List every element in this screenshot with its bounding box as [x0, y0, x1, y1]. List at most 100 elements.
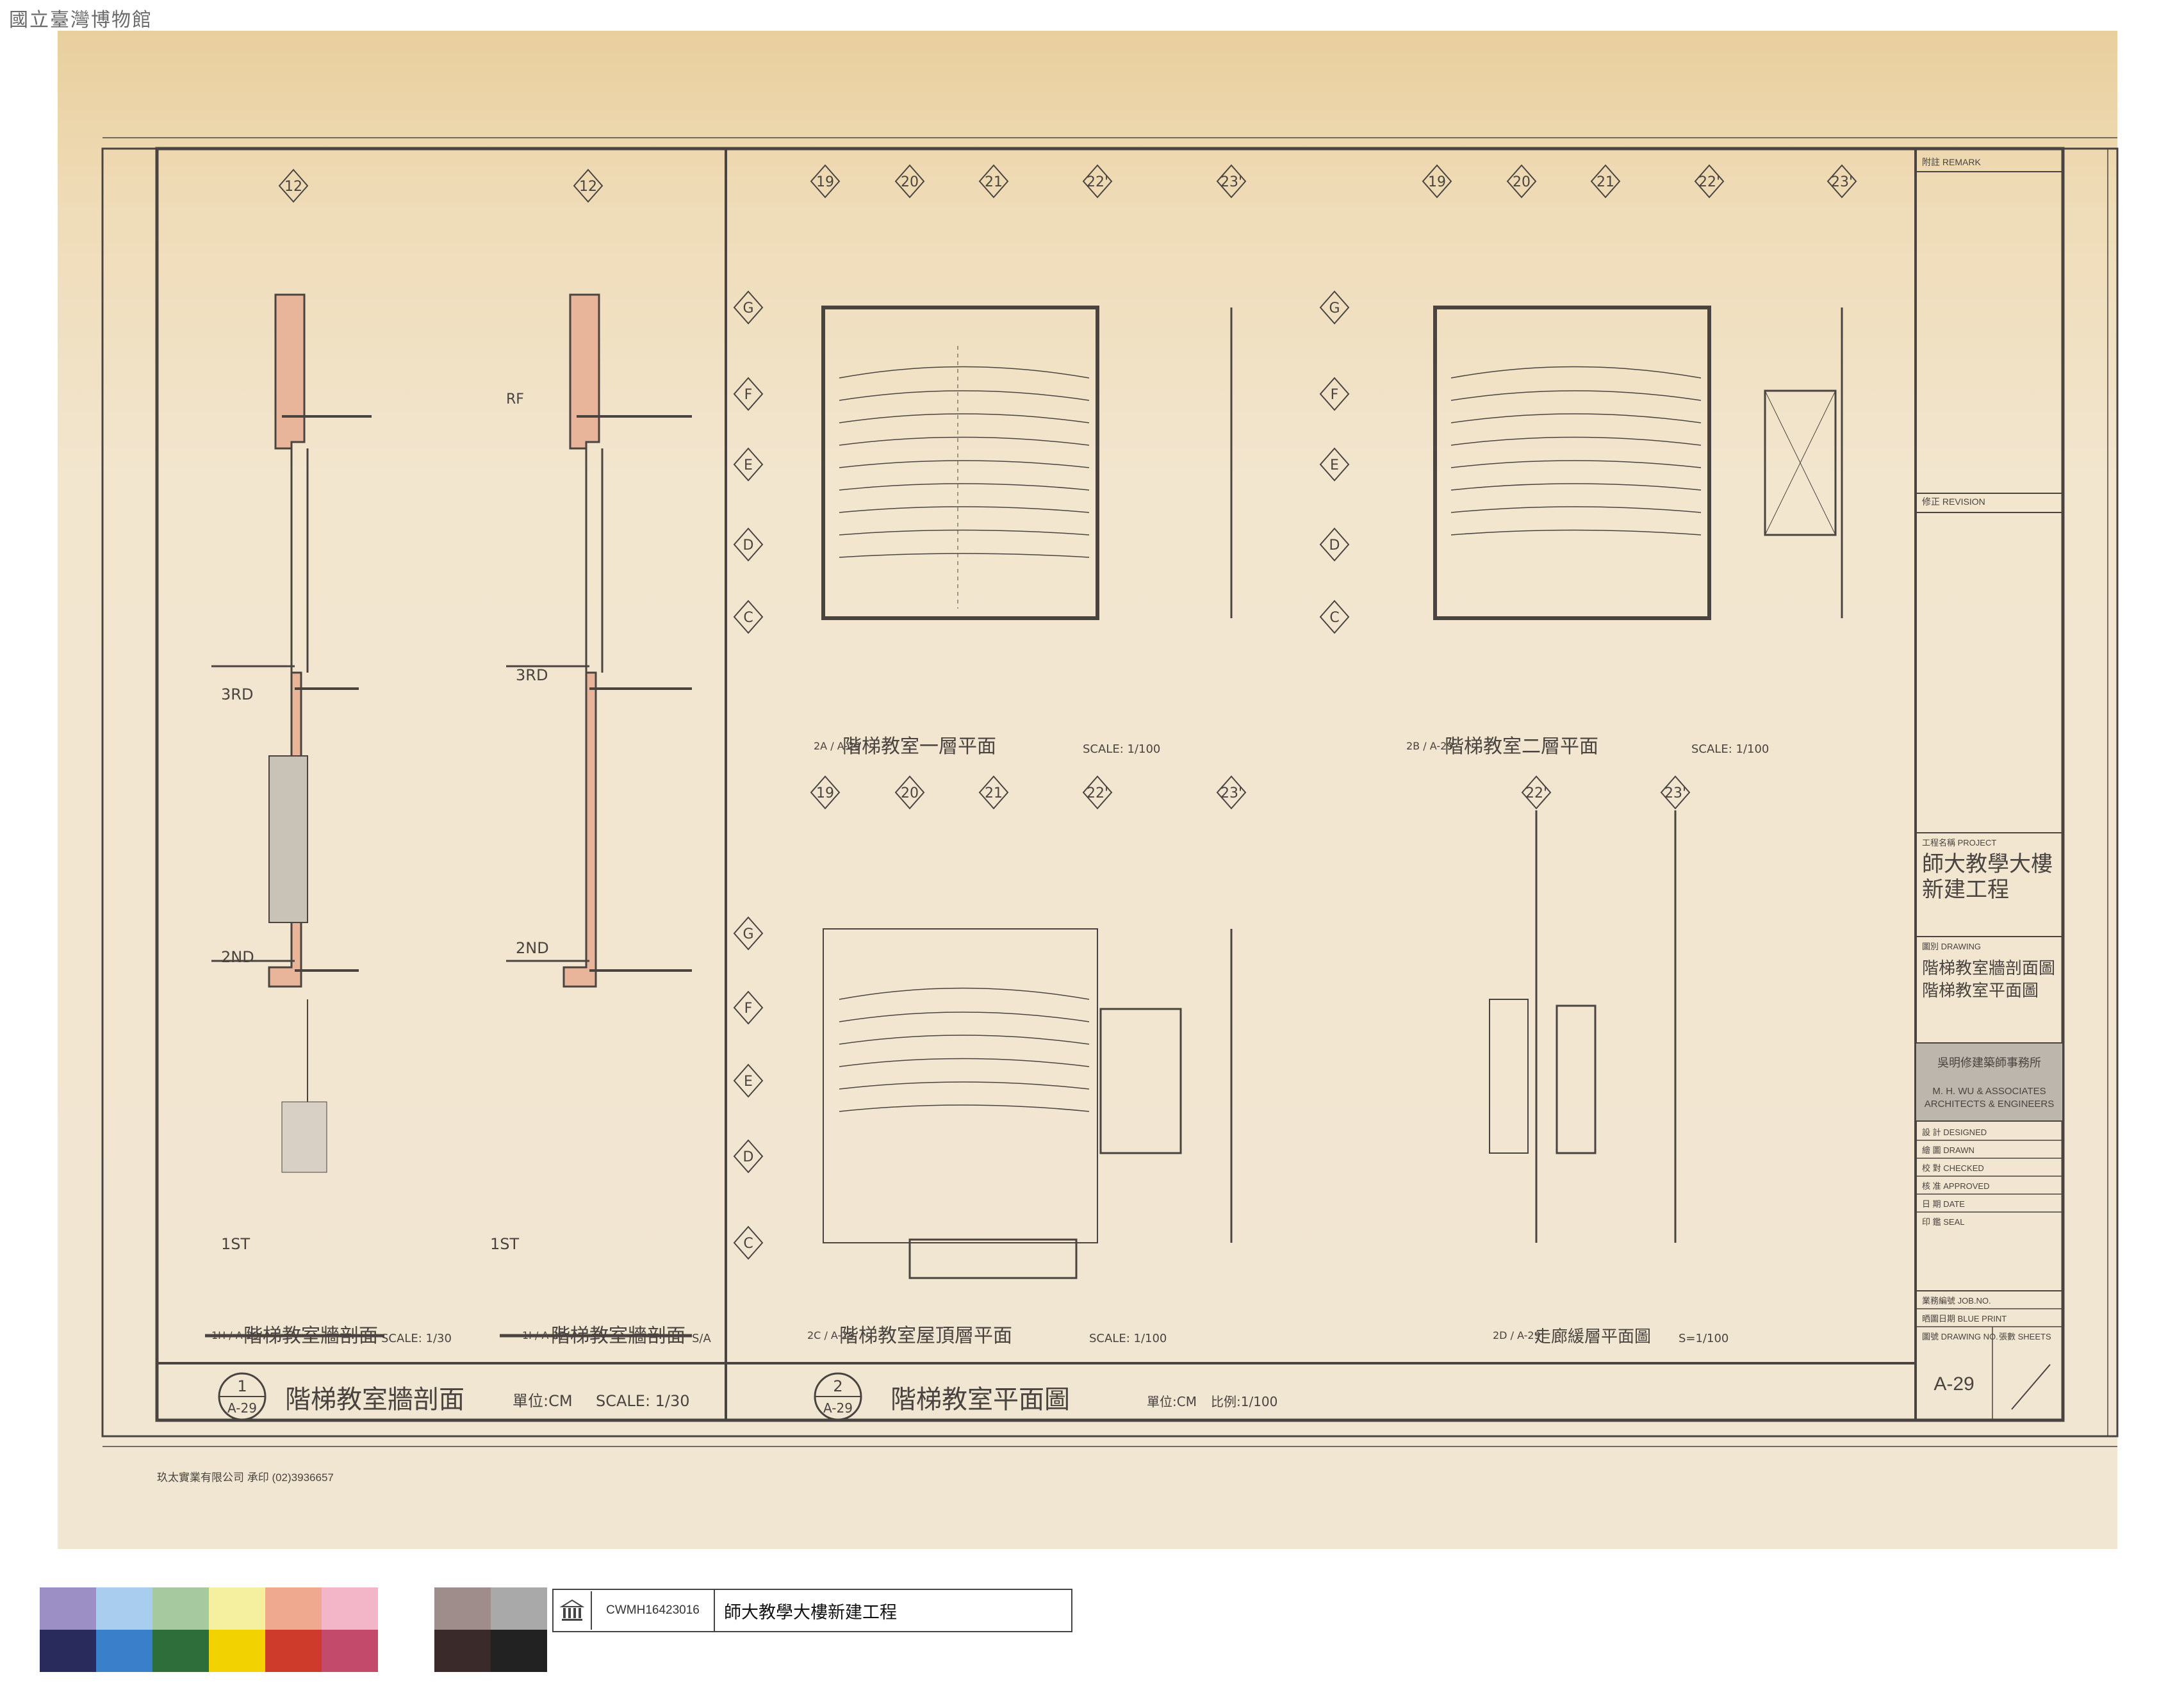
svg-text:C: C [743, 1236, 753, 1252]
floor-label-1st-b: 1ST [490, 1235, 520, 1253]
grid-col-markers-2b: 19 20 21 22' 23' [1422, 164, 1857, 199]
svg-text:22': 22' [1525, 785, 1547, 801]
tb-job-no: 業務編號 JOB.NO. [1922, 1296, 1991, 1306]
inner-frame [155, 147, 2065, 1422]
swatch-top-4 [209, 1587, 265, 1630]
panel2-title: 階梯教室平面圖 [891, 1385, 1070, 1414]
tb-project-line2: 新建工程 [1922, 877, 2009, 903]
panel2-ref: A-29 [823, 1400, 853, 1416]
svg-text:20: 20 [1513, 174, 1531, 190]
svg-text:G: G [743, 300, 753, 316]
wall-section-1h [205, 293, 384, 1338]
tb-date: 日 期 DATE [1922, 1199, 1965, 1209]
plan-2c-roof: 19 20 21 22' 23' G F E D C [733, 775, 1247, 1279]
subtitle-2d-tag: 2D / A-29 [1493, 1329, 1541, 1341]
subtitle-2b: 階梯教室二層平面 [1445, 735, 1598, 758]
subtitle-2b-tag: 2B / A-29 [1406, 740, 1453, 752]
blueprint-sheet [58, 31, 2117, 1549]
title-block: 附註 REMARK 修正 REVISION 工程名稱 PROJECT 師大教學大… [1914, 147, 2064, 1422]
swatch-top-2 [96, 1587, 152, 1630]
tb-sheet-number: A-29 [1934, 1373, 1974, 1395]
svg-text:G: G [743, 926, 753, 942]
floor-label-2nd-b: 2ND [516, 939, 549, 957]
tb-approved: 核 准 APPROVED [1922, 1181, 1989, 1191]
panel2-scale: 比例:1/100 [1211, 1394, 1277, 1409]
catalog-code: CWMH16423016 [592, 1590, 715, 1631]
floor-label-2nd-a: 2ND [221, 948, 254, 966]
axis-marker-12-b: 12 [573, 168, 603, 203]
swatch-top-6 [322, 1587, 378, 1630]
tb-drawn: 繪 圖 DRAWN [1922, 1145, 1975, 1155]
tb-firm-en2: ARCHITECTS & ENGINEERS [1925, 1099, 2055, 1110]
museum-building-icon [554, 1591, 592, 1630]
printer-note: 玖太實業有限公司 承印 (02)3936657 [157, 1471, 334, 1484]
floor-label-3rd-b: 3RD [516, 666, 548, 684]
svg-text:23': 23' [1220, 785, 1242, 801]
museum-watermark: 國立臺灣博物館 [9, 9, 152, 31]
svg-text:19: 19 [1428, 174, 1446, 190]
panel1-title: 階梯教室牆剖面 [285, 1385, 464, 1414]
tb-project-label: 工程名稱 PROJECT [1922, 838, 1996, 848]
swatch-bottom-7 [434, 1630, 491, 1672]
subtitle-1h-tag: 1H / A-29 [211, 1329, 259, 1341]
svg-text:C: C [1329, 610, 1339, 626]
svg-text:D: D [743, 537, 754, 553]
swatch-bottom-3 [152, 1630, 209, 1672]
svg-text:D: D [743, 1149, 754, 1165]
floor-label-1st-a: 1ST [221, 1235, 250, 1253]
subtitle-2c-scale: SCALE: 1/100 [1089, 1332, 1167, 1345]
swatch-bottom-8 [491, 1630, 547, 1672]
panel2-number: 2 [833, 1377, 842, 1395]
tb-checked: 校 對 CHECKED [1922, 1163, 1984, 1173]
catalog-label: CWMH16423016 師大教學大樓新建工程 [552, 1589, 1072, 1632]
svg-text:23': 23' [1831, 174, 1853, 190]
svg-text:21: 21 [985, 785, 1003, 801]
plan-2d-corridor: 22' 23' [1489, 775, 1691, 1243]
tb-revision: 修正 REVISION [1922, 496, 1985, 507]
svg-text:G: G [1329, 300, 1340, 316]
floor-label-3rd-a: 3RD [221, 685, 253, 703]
swatch-top-1 [40, 1587, 96, 1630]
outer-frame [101, 147, 2119, 1438]
svg-text:E: E [744, 457, 753, 473]
svg-text:12: 12 [579, 179, 597, 195]
tb-drawing-label: 圖別 DRAWING [1922, 942, 1981, 951]
tb-designed: 設 計 DESIGNED [1922, 1127, 1987, 1137]
subtitle-2a-scale: SCALE: 1/100 [1083, 742, 1160, 756]
svg-text:23': 23' [1664, 785, 1686, 801]
floor-label-rf: RF [506, 391, 524, 407]
swatch-top-7 [434, 1587, 491, 1630]
subtitle-1i-scale: S/A [692, 1332, 711, 1345]
svg-text:22': 22' [1087, 174, 1108, 190]
panel1-unit: 單位:CM [513, 1392, 573, 1410]
subtitle-1h-scale: SCALE: 1/30 [381, 1332, 452, 1345]
plan-2b-classroom [1433, 306, 1837, 620]
swatch-bottom-6 [322, 1630, 378, 1672]
tb-drawing-no: 圖號 DRAWING NO. [1922, 1332, 1998, 1341]
svg-text:21: 21 [985, 174, 1003, 190]
tb-seal: 印 鑑 SEAL [1922, 1217, 1964, 1227]
plan-2a-classroom [821, 306, 1099, 620]
svg-text:21: 21 [1597, 174, 1614, 190]
panel1-number: 1 [237, 1377, 247, 1395]
svg-text:E: E [744, 1074, 753, 1090]
swatch-bottom-4 [209, 1630, 265, 1672]
svg-text:E: E [1330, 457, 1339, 473]
svg-text:19: 19 [816, 785, 834, 801]
swatch-top-5 [265, 1587, 322, 1630]
axis-marker-12-a: 12 [278, 168, 309, 203]
swatch-top-3 [152, 1587, 209, 1630]
svg-text:19: 19 [816, 174, 834, 190]
tb-drawing-line2: 階梯教室平面圖 [1922, 981, 2039, 1001]
tb-firm-cn: 吳明修建築師事務所 [1937, 1056, 2041, 1069]
svg-text:F: F [744, 387, 753, 403]
svg-text:23': 23' [1220, 174, 1242, 190]
svg-text:22': 22' [1087, 785, 1108, 801]
tb-drawing-line1: 階梯教室牆剖面圖 [1922, 959, 2055, 978]
svg-text:22': 22' [1698, 174, 1720, 190]
svg-text:F: F [1331, 387, 1339, 403]
subtitle-1i: 階梯教室牆剖面 [551, 1325, 686, 1347]
subtitle-2a: 階梯教室一層平面 [842, 735, 996, 758]
